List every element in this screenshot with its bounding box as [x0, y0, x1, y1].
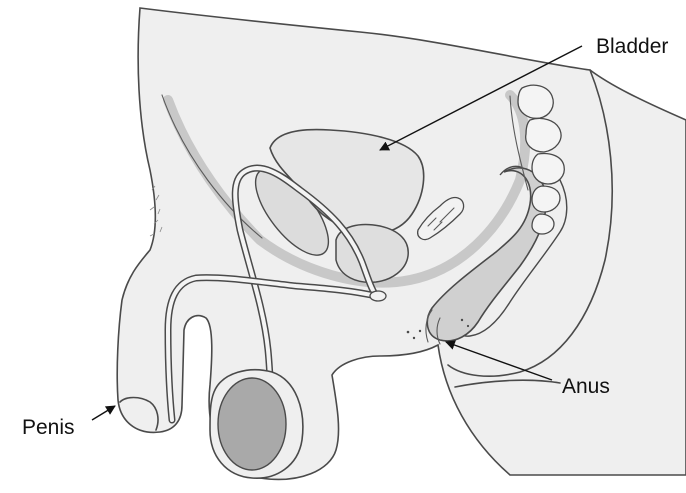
- penis-label: Penis: [22, 416, 75, 439]
- bladder-label: Bladder: [596, 35, 668, 58]
- testis: [218, 378, 286, 470]
- urethral-bulb: [370, 291, 386, 301]
- anus-label: Anus: [562, 375, 610, 398]
- penis-leader-line: [92, 406, 115, 420]
